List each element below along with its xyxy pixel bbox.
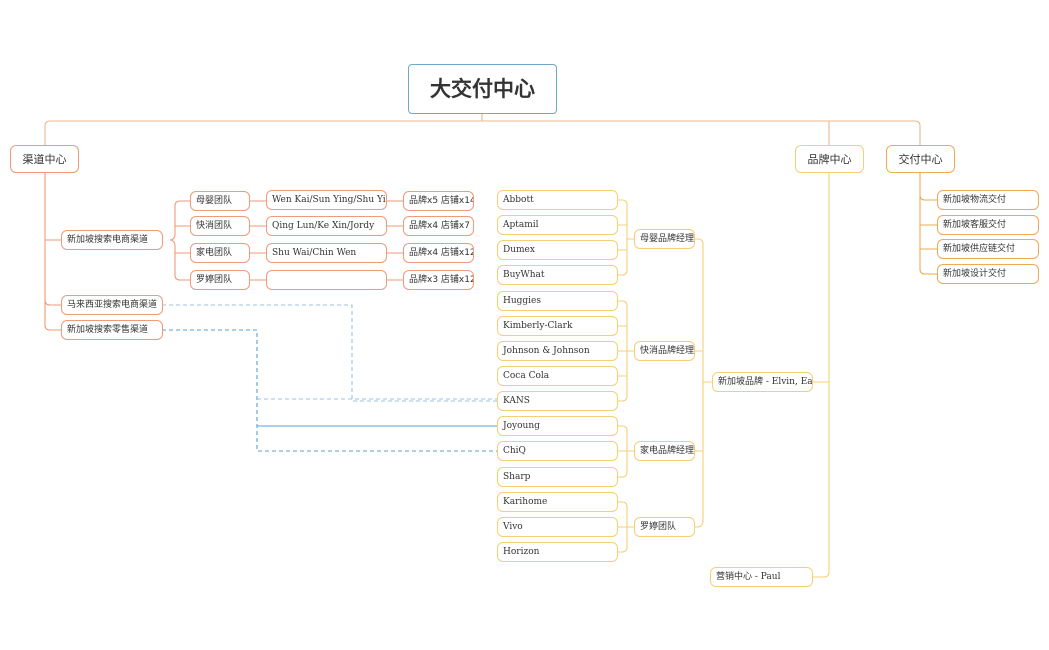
brand-center-node[interactable]: 品牌中心 (795, 145, 864, 173)
cross-link-malaysia (162, 304, 498, 402)
manager-appliance[interactable]: 家电品牌经理 (634, 441, 695, 461)
brand-joyoung[interactable]: Joyoung (497, 416, 618, 436)
manager-brace-3 (617, 425, 634, 478)
cross-link-retail-dashed (162, 329, 498, 452)
team-maternal-members[interactable]: Wen Kai/Sun Ying/Shu Ying (266, 190, 387, 210)
brand-abbott[interactable]: Abbott (497, 190, 618, 210)
team-luoting[interactable]: 罗婷团队 (190, 270, 250, 290)
manager-fmcg[interactable]: 快消品牌经理 (634, 341, 695, 361)
team-fmcg-members[interactable]: Qing Lun/Ke Xin/Jordy (266, 216, 387, 236)
delivery-design[interactable]: 新加坡设计交付 (937, 264, 1039, 284)
brand-aptamil[interactable]: Aptamil (497, 215, 618, 235)
team-appliance-members[interactable]: Shu Wai/Chin Wen (266, 243, 387, 263)
brand-johnson[interactable]: Johnson & Johnson (497, 341, 618, 361)
manager-brace-1 (617, 199, 634, 276)
brand-kimberly-clark[interactable]: Kimberly-Clark (497, 316, 618, 336)
team-fmcg-stats[interactable]: 品牌x4 店铺x7 (403, 216, 474, 236)
brand-trunk (813, 172, 830, 578)
root-connector (44, 113, 921, 147)
teams-brace (169, 200, 190, 281)
marketing-node[interactable]: 营销中心 - Paul (710, 567, 813, 587)
channel-center-node[interactable]: 渠道中心 (10, 145, 79, 173)
team-appliance-stats[interactable]: 品牌x4 店铺x12 (403, 243, 474, 263)
team-fmcg[interactable]: 快消团队 (190, 216, 250, 236)
manager-brace-2 (617, 300, 634, 402)
channel-my-ecommerce[interactable]: 马来西亚搜索电商渠道 (61, 295, 163, 315)
sg-brand-node[interactable]: 新加坡品牌 - Elvin, Earl (712, 372, 813, 392)
delivery-supply-chain[interactable]: 新加坡供应链交付 (937, 239, 1039, 259)
brand-vivo[interactable]: Vivo (497, 517, 618, 537)
team-links (250, 200, 403, 281)
channel-sg-retail[interactable]: 新加坡搜索零售渠道 (61, 320, 163, 340)
brand-kans[interactable]: KANS (497, 391, 618, 411)
brand-buywhat[interactable]: BuyWhat (497, 265, 618, 285)
brand-chiq[interactable]: ChiQ (497, 441, 618, 461)
team-luoting-members[interactable] (266, 270, 387, 290)
channel-sg-ecommerce[interactable]: 新加坡搜索电商渠道 (61, 230, 163, 250)
manager-brace-4 (617, 501, 634, 553)
brand-horizon[interactable]: Horizon (497, 542, 618, 562)
delivery-customer-service[interactable]: 新加坡客服交付 (937, 215, 1039, 235)
root-node[interactable]: 大交付中心 (408, 64, 557, 114)
team-luoting-stats[interactable]: 品牌x3 店铺x12 (403, 270, 474, 290)
brand-dumex[interactable]: Dumex (497, 240, 618, 260)
brand-huggies[interactable]: Huggies (497, 291, 618, 311)
sg-brand-links (695, 238, 712, 528)
team-appliance[interactable]: 家电团队 (190, 243, 250, 263)
brand-karihome[interactable]: Karihome (497, 492, 618, 512)
delivery-center-node[interactable]: 交付中心 (886, 145, 955, 173)
team-maternal[interactable]: 母婴团队 (190, 191, 250, 211)
delivery-logistics[interactable]: 新加坡物流交付 (937, 190, 1039, 210)
delivery-links (919, 172, 937, 275)
brand-sharp[interactable]: Sharp (497, 467, 618, 487)
manager-luoting[interactable]: 罗婷团队 (634, 517, 695, 537)
brand-coca-cola[interactable]: Coca Cola (497, 366, 618, 386)
manager-maternal[interactable]: 母婴品牌经理 (634, 229, 695, 249)
team-maternal-stats[interactable]: 品牌x5 店铺x14 (403, 191, 474, 211)
channel-trunk (44, 172, 61, 331)
